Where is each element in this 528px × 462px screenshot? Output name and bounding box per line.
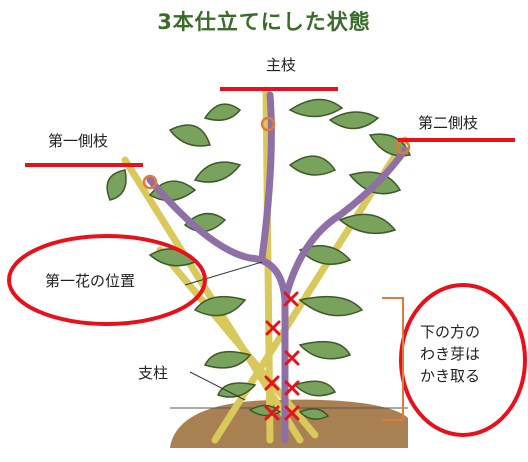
- label-remove-suckers: 下の方の わき芽は かき取る: [420, 321, 500, 387]
- label-main-branch: 主枝: [266, 56, 297, 74]
- label-first-flower-position: 第一花の位置: [45, 272, 136, 290]
- first-flower-leader-line: [184, 261, 263, 286]
- diagram-title: 3本仕立てにした状態: [157, 10, 371, 34]
- label-support-pole: 支柱: [138, 364, 169, 382]
- remove-suckers-line-3: かき取る: [420, 367, 481, 385]
- highlight-bars: [25, 87, 515, 167]
- leaves: [106, 98, 412, 420]
- label-second-side-branch: 第二側枝: [418, 114, 479, 132]
- lower-section-bracket: [382, 297, 404, 421]
- sucker-note-highlight-oval: [399, 283, 527, 437]
- label-first-side-branch: 第一側枝: [48, 132, 109, 150]
- remove-suckers-line-1: 下の方の: [420, 323, 481, 341]
- support-pole-leader-line: [189, 371, 246, 401]
- first-flower-highlight-oval: [7, 234, 207, 326]
- remove-suckers-line-2: わき芽は: [420, 345, 481, 363]
- sucker-removal-marks: [264, 291, 300, 421]
- stems: [146, 91, 409, 444]
